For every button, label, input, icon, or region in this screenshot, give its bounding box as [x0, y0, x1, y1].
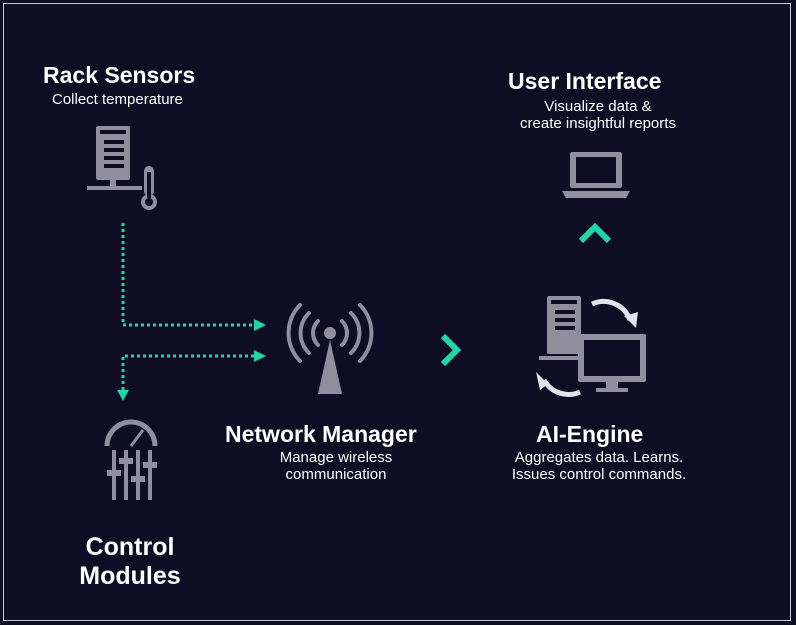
- arrow-right-icon: [254, 319, 266, 331]
- network-manager-title: Network Manager: [225, 421, 417, 447]
- network-manager-desc: Manage wireless communication: [279, 449, 393, 483]
- connector-network-to-control: [117, 350, 266, 401]
- server-monitor-sync-icon: [536, 296, 646, 397]
- ai-engine-desc: Aggregates data. Learns. Issues control …: [511, 449, 687, 483]
- diagram-frame: [3, 3, 791, 621]
- server-thermometer-icon: [87, 126, 157, 210]
- gauge-sliders-icon: [104, 419, 158, 500]
- rack-sensors-desc: Collect temperature: [52, 91, 183, 108]
- connector-sensors-to-network: [121, 223, 266, 331]
- arrow-down-icon: [117, 390, 129, 401]
- antenna-icon: [286, 303, 374, 394]
- control-modules-title: Control Modules: [79, 533, 181, 590]
- ai-engine-title: AI-Engine: [536, 421, 644, 447]
- rack-sensors-title: Rack Sensors: [43, 62, 196, 88]
- user-interface-desc: Visualize data & create insightful repor…: [520, 98, 676, 132]
- chevron-up-icon: [578, 222, 612, 244]
- laptop-icon: [562, 152, 630, 198]
- chevron-right-icon: [440, 333, 462, 367]
- arrow-left-icon: [254, 350, 266, 362]
- user-interface-title: User Interface: [508, 68, 662, 94]
